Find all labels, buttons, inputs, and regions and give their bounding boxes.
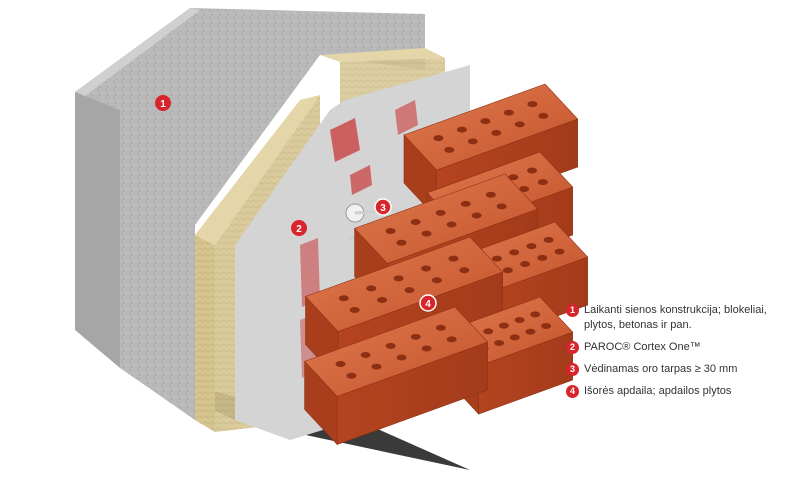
legend-marker-1: 1 (566, 304, 579, 317)
marker-1: 1 (155, 95, 171, 111)
brick-hole (480, 118, 491, 125)
legend-marker-3: 3 (566, 363, 579, 376)
brick-hole (444, 146, 455, 153)
brick-hole (538, 112, 549, 119)
brick-hole (527, 101, 538, 108)
brick-hole (471, 212, 482, 219)
marker-3: 3 (374, 198, 392, 216)
brick-hole (509, 249, 520, 256)
brick-hole (446, 221, 457, 228)
brick-hole (459, 267, 470, 274)
marker-2: 2 (291, 220, 307, 236)
brick-hole (410, 333, 421, 340)
brick-hole (498, 322, 509, 329)
brick-hole (385, 228, 396, 235)
brick-hole (514, 317, 525, 324)
brick-hole (421, 230, 432, 237)
brick-hole (519, 185, 530, 192)
brick-hole (502, 267, 513, 274)
brick-hole (338, 295, 349, 302)
brick-hole (503, 109, 514, 116)
brick-courses (304, 83, 589, 446)
brick-hole (525, 328, 536, 335)
legend-marker-2: 2 (566, 341, 579, 354)
brick-hole (456, 126, 467, 133)
svg-text:4: 4 (425, 299, 431, 310)
brick-hole (530, 311, 541, 318)
legend-item-4: 4 Išorės apdaila; apdailos plytos (566, 384, 796, 399)
brick-hole (460, 200, 471, 207)
brick-hole (543, 236, 554, 243)
brick-hole (496, 203, 507, 210)
brick-hole (527, 167, 538, 174)
brick-hole (433, 135, 444, 142)
brick-hole (446, 336, 457, 343)
svg-text:3: 3 (380, 203, 386, 214)
legend: 1 Laikanti sienos konstrukcija; blokelia… (566, 303, 796, 406)
brick-hole (485, 191, 496, 198)
legend-item-3: 3 Vėdinamas oro tarpas ≥ 30 mm (566, 362, 796, 377)
concrete-wall (75, 8, 425, 420)
brick-hole (435, 324, 446, 331)
brick-hole (371, 363, 382, 370)
brick-hole (377, 297, 388, 304)
brick-hole (396, 354, 407, 361)
brick-hole (410, 218, 421, 225)
brick-hole (360, 351, 371, 358)
brick-hole (421, 345, 432, 352)
legend-label-4: Išorės apdaila; apdailos plytos (584, 385, 732, 397)
brick-hole (366, 285, 377, 292)
brick-hole (393, 275, 404, 282)
brick-hole (346, 372, 357, 379)
brick-hole (491, 255, 502, 262)
brick-hole (537, 179, 548, 186)
brick-hole (520, 261, 531, 268)
brick-hole (508, 174, 519, 181)
brick-hole (541, 323, 552, 330)
legend-marker-4: 4 (566, 385, 579, 398)
brick-hole (435, 209, 446, 216)
brick-hole (491, 129, 502, 136)
marker-4: 4 (419, 294, 437, 312)
brick-hole (514, 121, 525, 128)
brick-hole (483, 328, 494, 335)
legend-item-2: 2 PAROC® Cortex One™ (566, 340, 796, 355)
brick-hole (509, 334, 520, 341)
brick-hole (385, 342, 396, 349)
brick-hole (431, 277, 442, 284)
legend-label-1: Laikanti sienos konstrukcija; blokeliai,… (584, 304, 767, 331)
brick-hole (554, 248, 565, 255)
legend-label-2: PAROC® Cortex One™ (584, 341, 701, 353)
brick-hole (537, 254, 548, 261)
brick-hole (396, 239, 407, 246)
brick-hole (421, 265, 432, 272)
legend-label-3: Vėdinamas oro tarpas ≥ 30 mm (584, 363, 738, 375)
brick-hole (404, 287, 415, 294)
brick-hole (349, 306, 360, 313)
brick-hole (526, 243, 537, 250)
svg-text:1: 1 (160, 99, 166, 110)
brick-hole (335, 361, 346, 368)
brick-hole (494, 340, 505, 347)
svg-text:2: 2 (296, 224, 302, 235)
brick-hole (448, 255, 459, 262)
legend-item-1: 1 Laikanti sienos konstrukcija; blokelia… (566, 303, 796, 333)
brick-hole (467, 138, 478, 145)
